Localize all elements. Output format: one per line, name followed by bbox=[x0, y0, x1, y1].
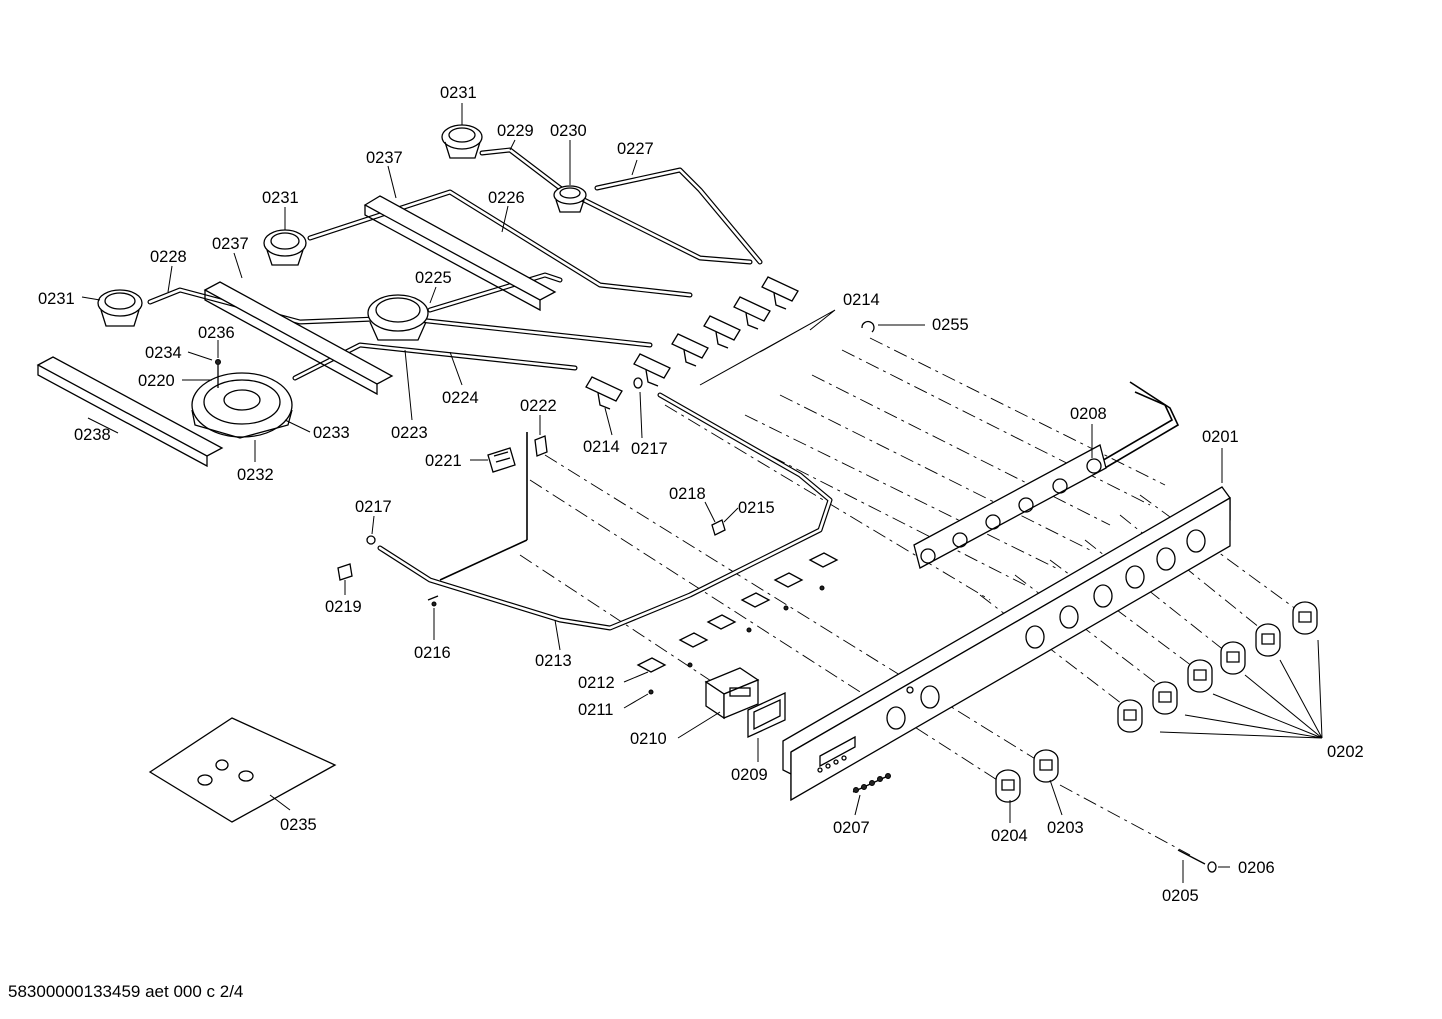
callout-0218: 0218 bbox=[669, 485, 706, 503]
ignition-switch-bar bbox=[913, 381, 1180, 569]
callout-0235: 0235 bbox=[280, 816, 317, 834]
switch-0222 bbox=[439, 432, 548, 581]
brackets-0212 bbox=[636, 552, 839, 695]
callout-0233: 0233 bbox=[313, 424, 350, 442]
burner-0230 bbox=[553, 185, 587, 213]
callout-0217-b: 0217 bbox=[355, 498, 392, 516]
burner-0225 bbox=[367, 294, 429, 341]
small-parts bbox=[148, 320, 1217, 873]
callout-0208: 0208 bbox=[1070, 405, 1107, 423]
timer-module-0210 bbox=[704, 667, 760, 720]
callout-0211: 0211 bbox=[578, 701, 613, 719]
callout-0215: 0215 bbox=[738, 499, 775, 517]
callout-0206: 0206 bbox=[1238, 859, 1275, 877]
gas-pipes bbox=[147, 147, 833, 631]
callout-0237-a: 0237 bbox=[366, 149, 403, 167]
control-panel bbox=[782, 486, 1231, 802]
callout-0236: 0236 bbox=[198, 324, 235, 342]
timer-frame-0209 bbox=[747, 691, 786, 739]
callout-0234: 0234 bbox=[145, 344, 182, 362]
burner-brackets bbox=[36, 195, 557, 468]
callout-0231-top: 0231 bbox=[440, 84, 477, 102]
callout-0204: 0204 bbox=[991, 827, 1028, 845]
callout-0216: 0216 bbox=[414, 644, 451, 662]
callout-0205: 0205 bbox=[1162, 887, 1199, 905]
callout-0228: 0228 bbox=[150, 248, 187, 266]
burner-0231-left bbox=[97, 289, 143, 327]
callout-0231-mid: 0231 bbox=[262, 189, 299, 207]
clip-0218 bbox=[711, 519, 726, 536]
burner-0232-large bbox=[191, 359, 293, 439]
callout-0220: 0220 bbox=[138, 372, 175, 390]
callout-0237-b: 0237 bbox=[212, 235, 249, 253]
callout-0238: 0238 bbox=[74, 426, 111, 444]
leader-lines bbox=[81, 103, 1323, 883]
gas-taps bbox=[585, 276, 799, 410]
callout-0202: 0202 bbox=[1327, 743, 1364, 761]
callout-0227: 0227 bbox=[617, 140, 654, 158]
burner-0231-mid bbox=[263, 229, 307, 266]
shaft-0205 bbox=[1177, 849, 1217, 873]
parts-bag-0235 bbox=[148, 717, 337, 823]
control-knobs bbox=[995, 601, 1318, 803]
callout-0219: 0219 bbox=[325, 598, 362, 616]
callout-0226: 0226 bbox=[488, 189, 525, 207]
callout-0212: 0212 bbox=[578, 674, 615, 692]
callout-0210: 0210 bbox=[630, 730, 667, 748]
callout-0214-a: 0214 bbox=[843, 291, 880, 309]
callout-0203: 0203 bbox=[1047, 819, 1084, 837]
callout-0255: 0255 bbox=[932, 316, 969, 334]
callout-0231-left: 0231 bbox=[38, 290, 75, 308]
callout-0213: 0213 bbox=[535, 652, 572, 670]
callout-0217-a: 0217 bbox=[631, 440, 668, 458]
terminal-block-0221 bbox=[487, 447, 516, 473]
callout-0201: 0201 bbox=[1202, 428, 1239, 446]
callout-0230: 0230 bbox=[550, 122, 587, 140]
burner-0231-top bbox=[441, 124, 483, 159]
callout-0209: 0209 bbox=[731, 766, 768, 784]
callout-0222: 0222 bbox=[520, 397, 557, 415]
callout-0223: 0223 bbox=[391, 424, 428, 442]
callout-labels: 0231 0229 0230 0227 0237 0231 0226 0228 … bbox=[38, 84, 1364, 905]
callout-0225: 0225 bbox=[415, 269, 452, 287]
document-id: 58300000133459 aet 000 c 2/4 bbox=[8, 982, 243, 1001]
callout-0207: 0207 bbox=[833, 819, 870, 837]
burners bbox=[97, 124, 587, 439]
callout-0229: 0229 bbox=[497, 122, 534, 140]
screws-0207 bbox=[852, 773, 891, 793]
alignment-lines bbox=[519, 337, 1301, 856]
callout-0214-b: 0214 bbox=[583, 438, 620, 456]
callout-0224: 0224 bbox=[442, 389, 479, 407]
callout-0221: 0221 bbox=[425, 452, 462, 470]
callout-0232: 0232 bbox=[237, 466, 274, 484]
